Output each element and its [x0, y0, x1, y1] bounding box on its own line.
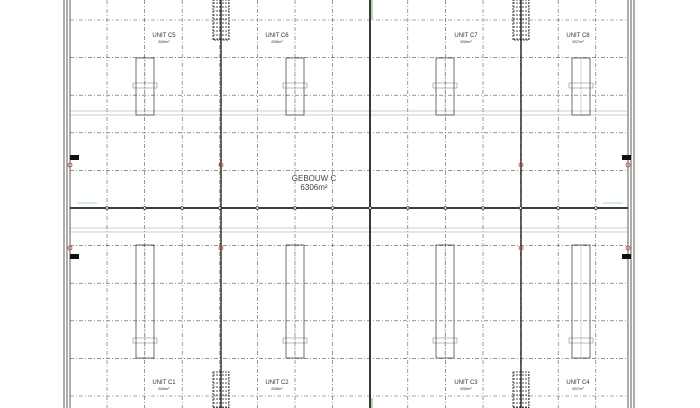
- axis-node: [368, 206, 372, 210]
- bay-annotation: [282, 82, 308, 89]
- door-marker: [622, 254, 631, 259]
- bay-annotation: [132, 82, 158, 89]
- fire-hose-marker: [67, 162, 73, 168]
- axis-node: [481, 206, 485, 210]
- bay-annotation: [132, 337, 158, 344]
- bay-annotation: [568, 337, 594, 344]
- fire-hose-marker: [518, 162, 524, 168]
- fire-hose-marker: [67, 245, 73, 251]
- axis-node: [406, 206, 410, 210]
- door-marker: [622, 155, 631, 160]
- fire-hose-marker: [518, 245, 524, 251]
- axis-node: [218, 206, 222, 210]
- axis-node: [105, 206, 109, 210]
- axis-node: [180, 206, 184, 210]
- axis-node: [293, 206, 297, 210]
- stair-shaft: [212, 0, 230, 41]
- axis-node: [556, 206, 560, 210]
- axis-node: [330, 206, 335, 210]
- stair-shaft: [512, 371, 530, 408]
- bay-annotation: [432, 337, 458, 344]
- stair-shaft: [512, 0, 530, 41]
- axis-node: [518, 206, 523, 210]
- bay-annotation: [432, 82, 458, 89]
- door-marker: [70, 155, 79, 160]
- axis-node: [594, 206, 598, 210]
- fire-hose-marker: [625, 162, 631, 168]
- door-marker: [70, 254, 79, 259]
- stair-shaft: [212, 371, 230, 408]
- fire-hose-marker: [218, 162, 224, 168]
- bay-annotation: [568, 82, 594, 89]
- fire-hose-marker: [625, 245, 631, 251]
- bay-annotation: [282, 337, 308, 344]
- fire-hose-marker: [218, 245, 224, 251]
- axis-node: [443, 206, 448, 210]
- axis-node: [142, 206, 147, 210]
- axis-node: [255, 206, 260, 210]
